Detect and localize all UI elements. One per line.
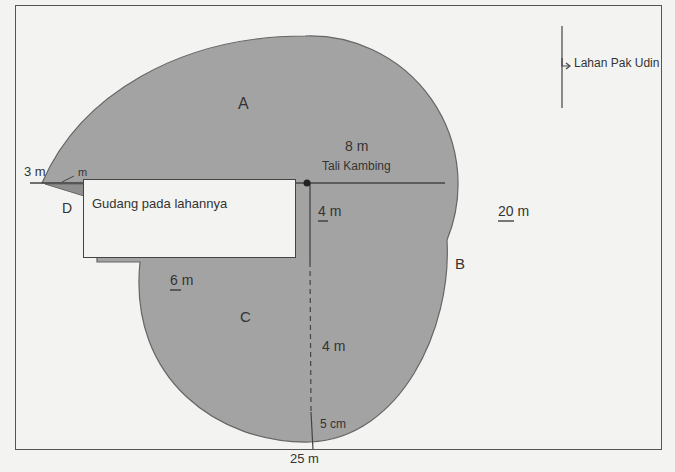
dimension-label: 8 m: [345, 138, 368, 154]
dimension-label: Tali Kambing: [322, 160, 391, 174]
dimension-line: [311, 412, 313, 450]
underline: [498, 220, 514, 221]
dimension-label: 5 cm: [320, 418, 346, 432]
arrow-head: [566, 63, 570, 69]
land-label: Lahan Pak Udin: [573, 57, 660, 71]
land-plot: Lahan Pak UdinGudang pada lahannya: [15, 5, 662, 450]
warehouse-label: Gudang pada lahannya: [92, 197, 227, 212]
dashed-line: [310, 262, 311, 412]
dimension-label: 4 m: [322, 338, 345, 354]
region-label: D: [62, 200, 72, 216]
marker-line: [561, 26, 562, 108]
dimension-label: 20 m: [498, 203, 529, 219]
warehouse-box: Gudang pada lahannya: [83, 179, 296, 258]
underline: [318, 220, 328, 221]
dimension-label: m: [78, 166, 87, 179]
tie-point: [304, 180, 311, 187]
grazing-area: [42, 36, 458, 442]
region-label: A: [238, 95, 249, 113]
dimension-label: 25 m: [290, 452, 319, 467]
underline: [170, 289, 181, 290]
dimension-label: 6 m: [170, 272, 193, 288]
region-label: C: [240, 308, 251, 325]
leader-line: [62, 176, 74, 182]
wall-line: [309, 183, 310, 262]
dimension-label: 3 m: [24, 165, 46, 180]
region-label: B: [455, 255, 465, 272]
dimension-label: 4 m: [318, 203, 341, 219]
